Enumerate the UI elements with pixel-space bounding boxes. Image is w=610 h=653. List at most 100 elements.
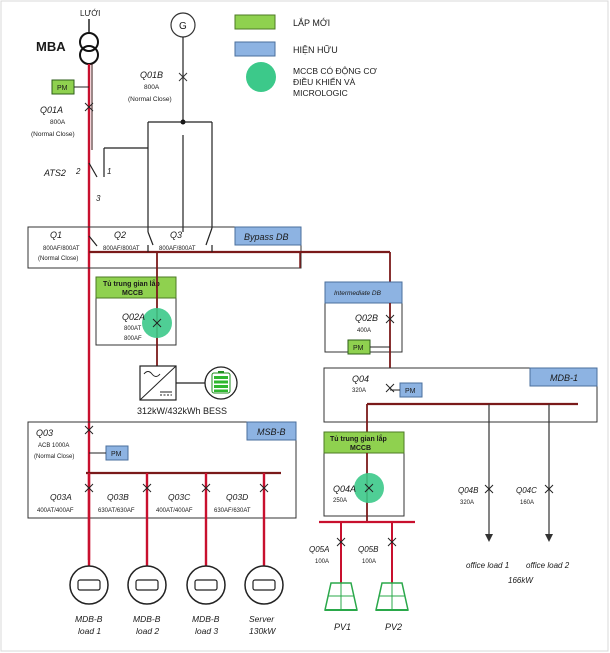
ats-pos2: 2 [75,167,81,176]
q03d-rating: 630AF/630AT [214,508,251,514]
q04a-rating: 250A [333,498,347,504]
generator-label: G [179,21,187,32]
q04c-rating: 160A [520,500,534,506]
bess-panel-title-line1: Tủ trung gian lắp [103,279,160,288]
grid-source: LƯỚI MBA [36,9,100,65]
ats-pos1: 1 [107,167,111,176]
q05a-rating: 100A [315,559,329,565]
legend-existing-swatch [234,41,276,57]
server-load-line1: Server [249,614,275,624]
bess-system: 312kW/432kWh BESS [137,365,238,416]
office-load-1-label: office load 1 [466,561,509,570]
q02b-pm-label: PM [353,345,364,352]
q01b-name: Q01B [140,70,163,80]
mdb1-pm-label: PM [405,388,416,395]
mdb1-panel: MDB-1 Q04 320A PM [323,367,598,423]
legend-existing-label: HIỆN HỮU [293,45,338,55]
q1-name: Q1 [50,230,62,240]
q05b-rating: 100A [362,559,376,565]
transformer-winding-secondary [79,45,99,65]
legend: LẮP MỚI HIỆN HỮU MCCB CÓ ĐỘNG CƠ ĐIỀU KH… [234,14,378,98]
bypass-db-frame [27,226,302,269]
q1-rating: 800AF/800AT [43,246,80,252]
mdb1-title-box [529,367,598,387]
legend-new-swatch [234,14,276,30]
q02a-rating1: 800AT [124,326,142,332]
bess-panel-title-line2: MCCB [122,290,143,297]
legend-mccb-line2: ĐIỀU KHIỂN VÀ [293,76,356,87]
q01a-state: (Normal Close) [31,131,75,138]
q04a-name: Q04A [333,484,356,494]
q03b-rating: 630AT/630AF [98,508,135,514]
msb-b-feeders [84,473,269,566]
bypass-db-title-box [234,226,302,246]
q01a-name: Q01A [40,105,63,115]
pv2-array-icon [375,582,409,611]
q04b-name: Q04B [458,486,479,495]
transformer-winding-primary [79,32,99,52]
legend-mccb-line3: MICROLOGIC [293,88,348,98]
q01a-rating: 800A [50,119,66,126]
legend-mccb-swatch [246,62,276,92]
transformer-label: MBA [36,39,66,54]
q03d-name: Q03D [226,492,248,502]
msb-b-frame [27,421,297,519]
q3-name: Q3 [170,230,182,240]
intermediate-db-title: Intermediate DB [334,290,382,297]
q03-state: (Normal Close) [34,454,74,460]
q3-rating: 800AF/800AT [159,246,196,252]
mdb-b-load2-line2: load 2 [136,626,159,636]
q01b-state: (Normal Close) [128,96,172,103]
pv-panel-title-line2: MCCB [350,445,371,452]
q01b-rating: 800A [144,84,160,91]
q02b-rating: 400A [357,328,371,334]
q03a-name: Q03A [50,492,72,502]
pv-panel-title-line1: Tủ trung gian lắp [330,434,387,443]
mdb-b-load1-line2: load 1 [78,626,101,636]
q03-name: Q03 [36,428,53,438]
mdb-b-load3-line1: MDB-B [192,614,220,624]
ats-pos3: 3 [96,194,101,203]
pv2-label: PV2 [385,622,402,632]
msb-b-panel: MSB-B Q03 ACB 1000A (Normal Close) PM Q0… [27,421,297,519]
q04-rating: 320A [352,388,366,394]
mdb1-frame [323,367,598,423]
q02a-rating2: 800AF [124,336,142,342]
q2-rating: 800AF/800AT [103,246,140,252]
office-load-2-label: office load 2 [526,561,570,570]
q03a-rating: 400AT/400AF [37,508,74,514]
q02b-name: Q02B [355,313,378,323]
ats-name: ATS2 [43,168,66,178]
legend-new-label: LẮP MỚI [293,18,330,28]
pv1-array-icon [324,582,358,611]
mdb-b-load2-line1: MDB-B [133,614,161,624]
msb-b-title-box [246,421,297,441]
q02a-name: Q02A [122,312,145,322]
grid-label: LƯỚI [80,9,100,18]
bess-label: 312kW/432kWh BESS [137,406,227,416]
q03c-name: Q03C [168,492,191,502]
bypass-db-panel: Bypass DB Q1 800AF/800AT (Normal Close) … [27,226,302,269]
q05a-name: Q05A [309,545,329,554]
q04-name: Q04 [352,374,369,384]
q01a-pm-label: PM [57,85,68,92]
msb-b-title: MSB-B [257,427,286,437]
pv-mccb-panel: Tủ trung gian lắp MCCB Q04A 250A [323,431,405,522]
office-load-total: 166kW [508,576,534,585]
legend-mccb-line1: MCCB CÓ ĐỘNG CƠ [293,66,378,76]
mdb-b-load3-line2: load 3 [195,626,218,636]
pv-panel-title-box [323,431,405,454]
msb-b-pm-label: PM [111,451,122,458]
q03b-name: Q03B [107,492,129,502]
msb-b-loads [69,565,284,605]
bess-panel-title-box [95,276,177,299]
pv1-label: PV1 [334,622,351,632]
mdb-b-load1-line1: MDB-B [75,614,103,624]
q05b-name: Q05B [358,545,379,554]
intermediate-db-panel: Intermediate DB Q02B 400A PM [324,281,403,355]
q2-name: Q2 [114,230,126,240]
q03c-rating: 400AT/400AF [156,508,193,514]
